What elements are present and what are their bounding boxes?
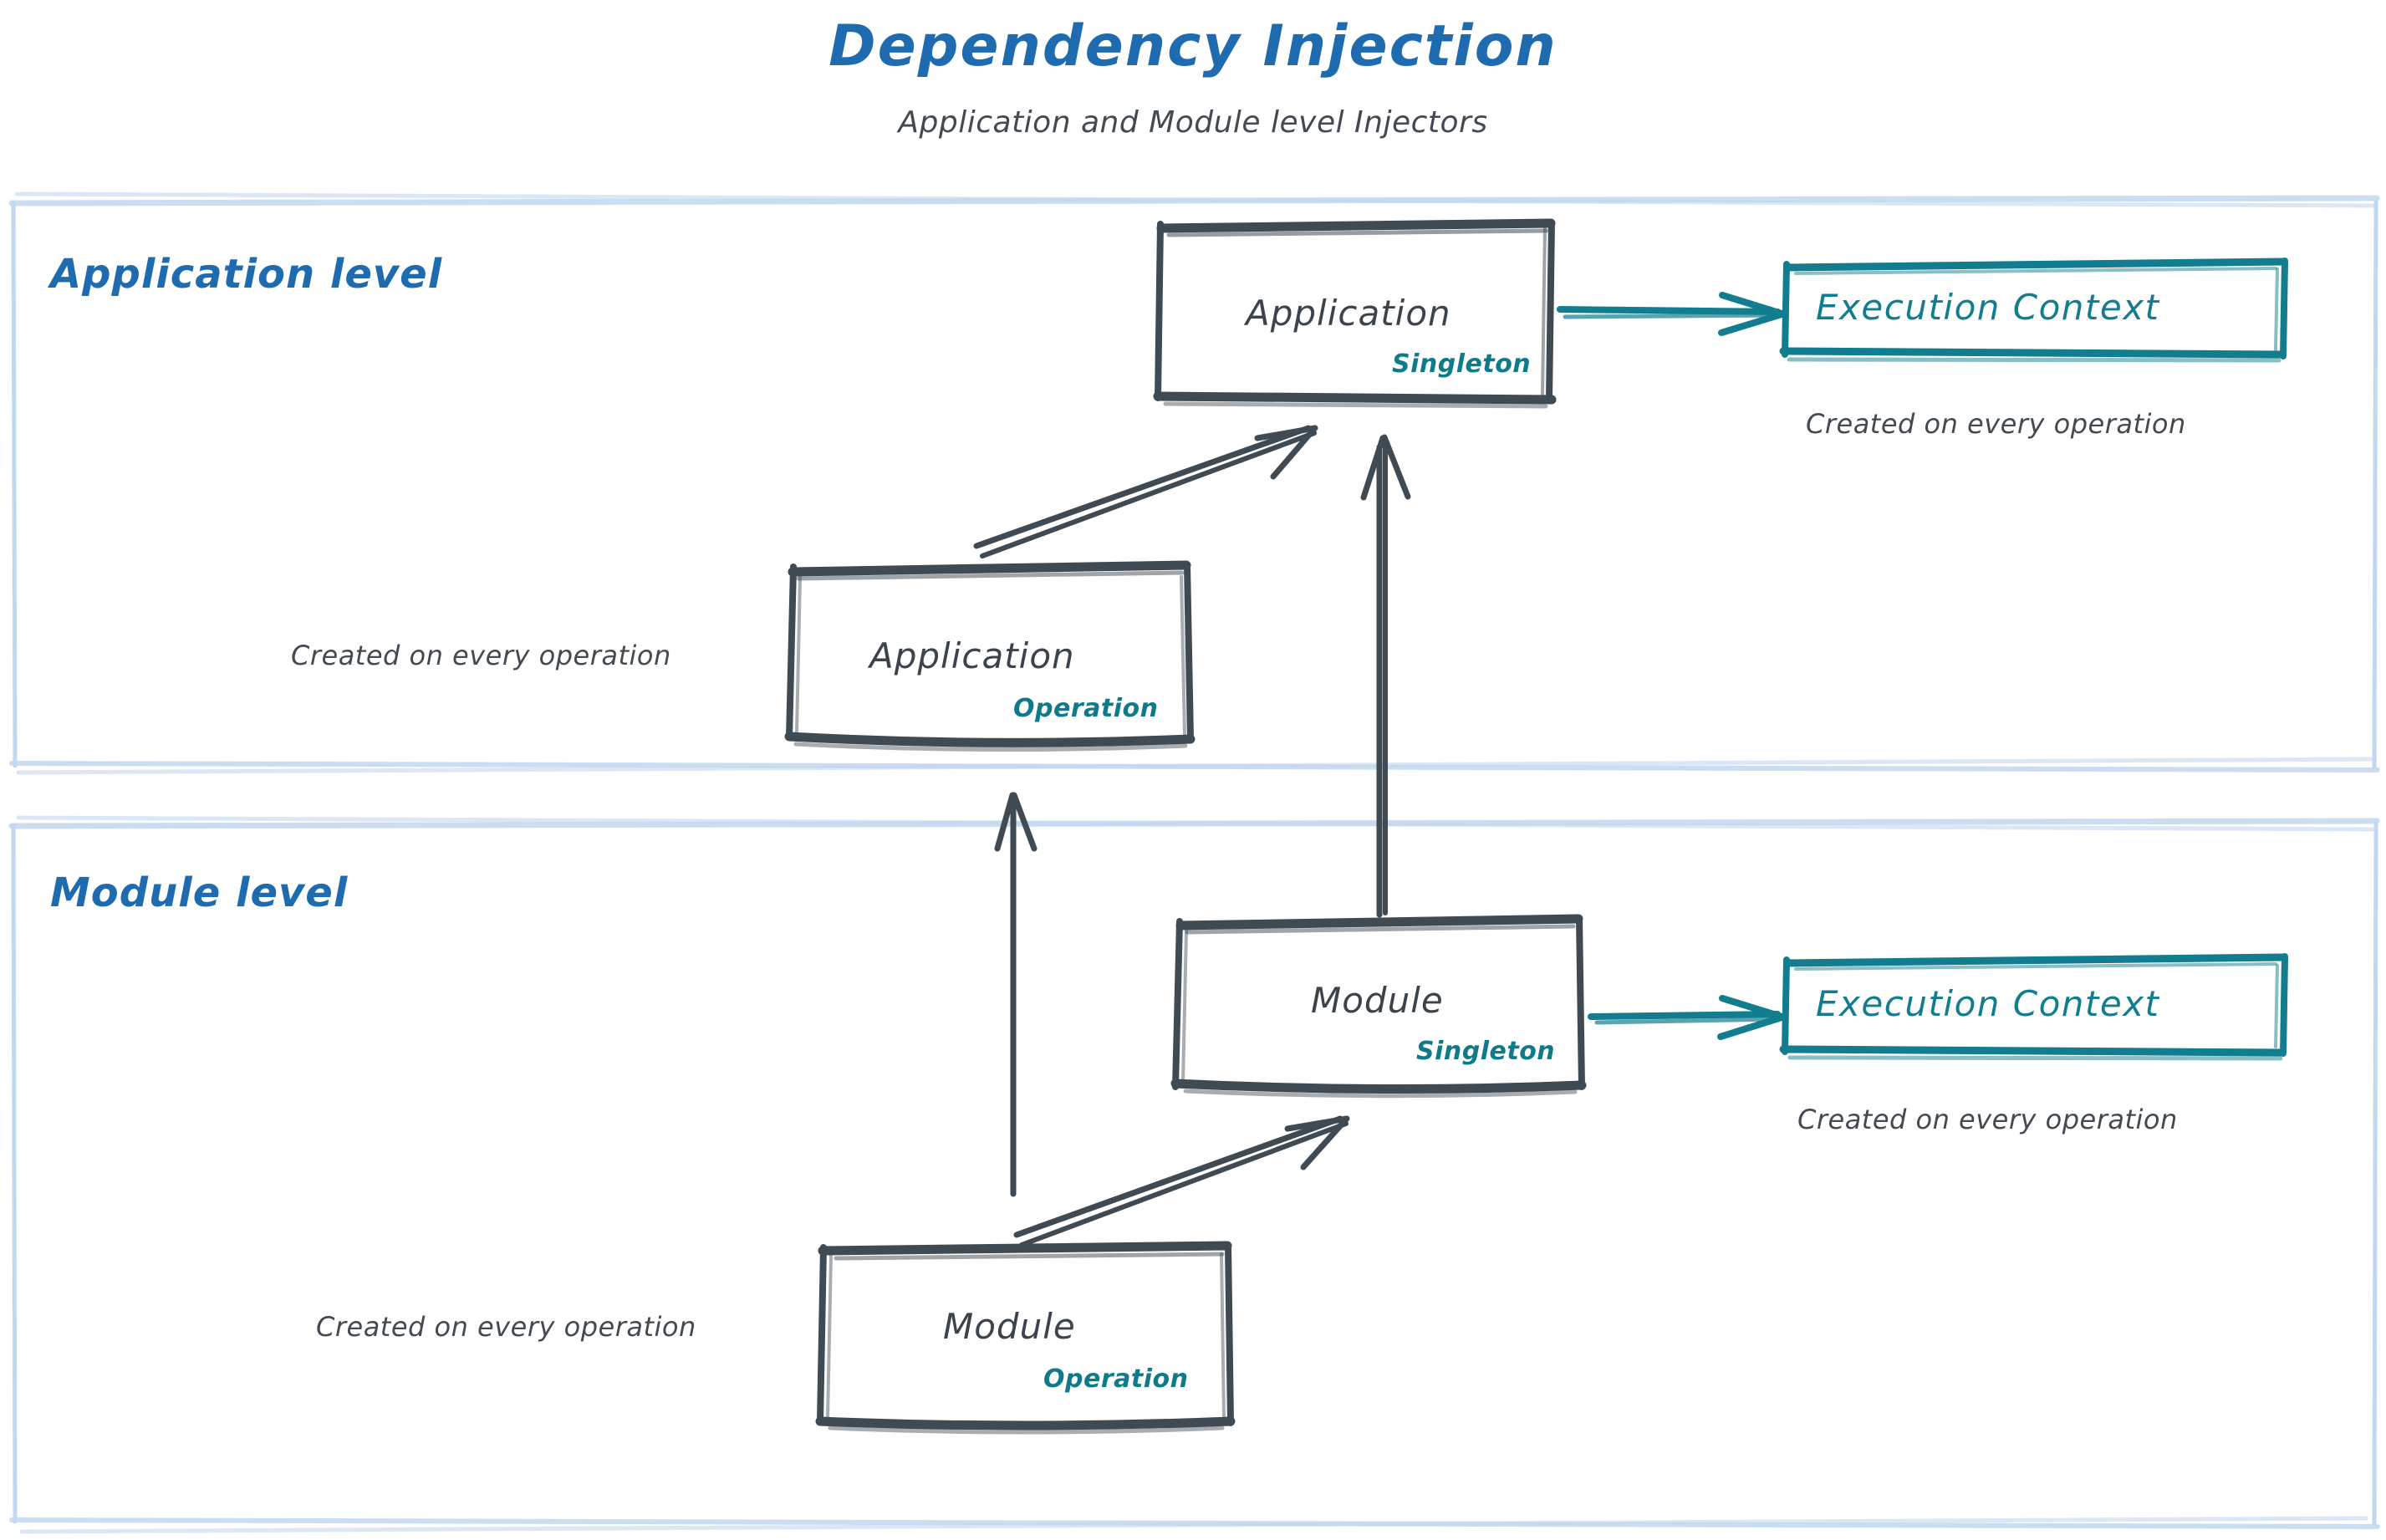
node-title-module-singleton: Module xyxy=(1311,980,1444,1021)
caption-application-operation: Created on every operation xyxy=(291,640,671,671)
caption-execution-context-application: Created on every operation xyxy=(1806,408,2186,440)
node-title-application-singleton: Application xyxy=(1246,293,1451,334)
node-role-module-operation: Operation xyxy=(1043,1364,1189,1394)
execution-context-module-box[interactable] xyxy=(1779,953,2288,1061)
module-operation-box[interactable] xyxy=(815,1241,1236,1435)
caption-module-operation: Created on every operation xyxy=(316,1311,696,1343)
edge-module-singleton-to-execution-context xyxy=(1588,995,1785,1040)
edge-module-operation-to-module-singleton xyxy=(1013,1115,1350,1247)
node-title-application-operation: Application xyxy=(869,635,1075,676)
node-role-application-operation: Operation xyxy=(1013,694,1159,723)
application-singleton-box[interactable] xyxy=(1153,218,1557,409)
execution-context-application-box[interactable] xyxy=(1779,258,2288,363)
edge-application-operation-to-application-singleton xyxy=(973,425,1318,558)
sidebar-item-module-level: Module level xyxy=(50,869,349,916)
caption-execution-context-module: Created on every operation xyxy=(1797,1104,2178,1135)
page-title: Dependency Injection xyxy=(828,13,1558,79)
module-level-container xyxy=(8,815,2380,1534)
application-level-container xyxy=(8,191,2380,775)
module-singleton-box[interactable] xyxy=(1170,914,1587,1099)
node-title-module-operation: Module xyxy=(943,1306,1076,1347)
node-title-execution-context-module: Execution Context xyxy=(1816,983,2160,1024)
application-operation-box[interactable] xyxy=(784,560,1196,752)
node-title-execution-context-application: Execution Context xyxy=(1816,287,2160,328)
node-role-application-singleton: Singleton xyxy=(1392,349,1532,379)
node-role-module-singleton: Singleton xyxy=(1416,1037,1556,1066)
sidebar-item-application-level: Application level xyxy=(50,251,443,298)
edge-application-singleton-to-execution-context xyxy=(1557,292,1785,336)
page-subtitle: Application and Module level Injectors xyxy=(898,105,1488,140)
edge-module-operation-to-application-operation xyxy=(994,792,1038,1197)
edge-module-singleton-to-application-singleton xyxy=(1360,434,1411,918)
